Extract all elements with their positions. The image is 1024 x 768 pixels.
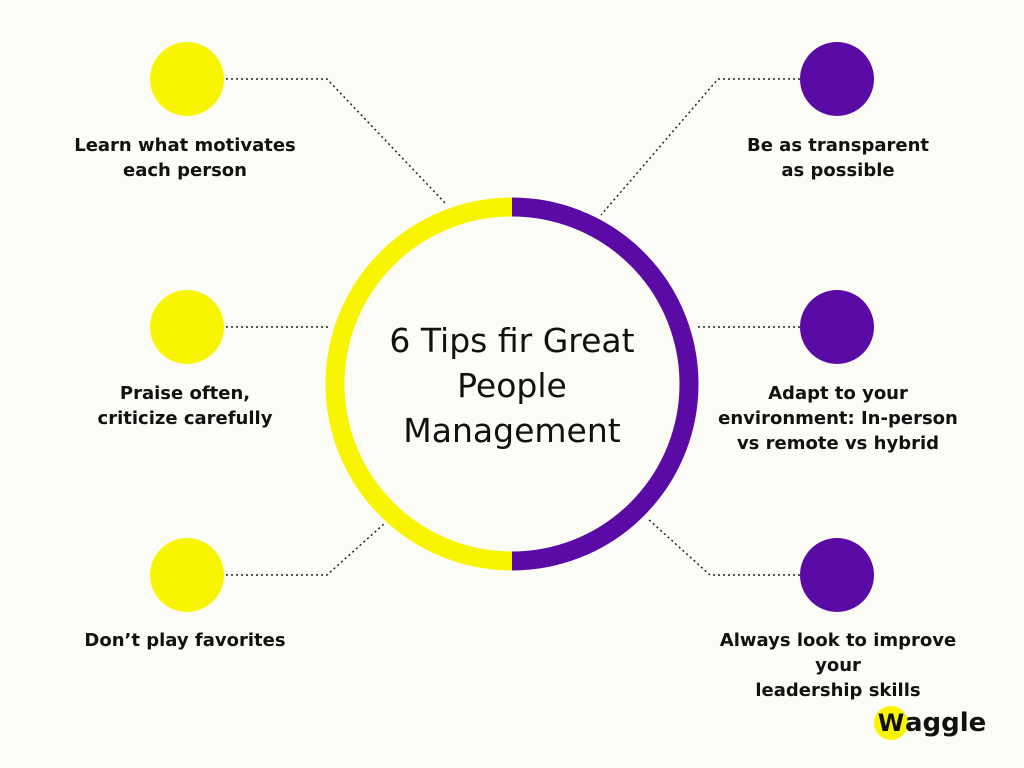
- logo-badge-letter: W: [877, 709, 905, 737]
- connector-right-3: [646, 517, 800, 576]
- logo-wordmark: aggle: [905, 708, 987, 738]
- ring-left-half: [325, 197, 513, 571]
- connector-left-3: [226, 522, 386, 576]
- tip-left-3-label: Don’t play favorites: [84, 630, 286, 651]
- tip-left-2-dot: [150, 290, 224, 364]
- tip-right-1-label: Be as transparent as possible: [746, 135, 929, 181]
- tip-left-2-label: Praise often, criticize carefully: [97, 383, 273, 429]
- diagram-title: 6 Tips fir Great People Management: [389, 321, 635, 450]
- tip-right-3-dot: [800, 538, 874, 612]
- waggle-logo: W aggle: [874, 706, 986, 740]
- connectors: [226, 78, 800, 576]
- central-ring: [325, 197, 699, 571]
- tip-right-2-label: Adapt to your environment: In-person vs …: [718, 383, 958, 454]
- tip-left-3-dot: [150, 538, 224, 612]
- ring-right-half: [511, 197, 699, 571]
- tip-left-1-dot: [150, 42, 224, 116]
- tip-right-3-label: Always look to improve your leadership s…: [719, 630, 957, 701]
- connector-left-1: [226, 78, 448, 206]
- connector-right-1: [600, 78, 800, 216]
- tip-right-2-dot: [800, 290, 874, 364]
- logo-badge: W: [874, 706, 908, 740]
- tip-right-1-dot: [800, 42, 874, 116]
- node-circles: [150, 42, 874, 612]
- tip-left-1-label: Learn what motivates each person: [74, 135, 296, 181]
